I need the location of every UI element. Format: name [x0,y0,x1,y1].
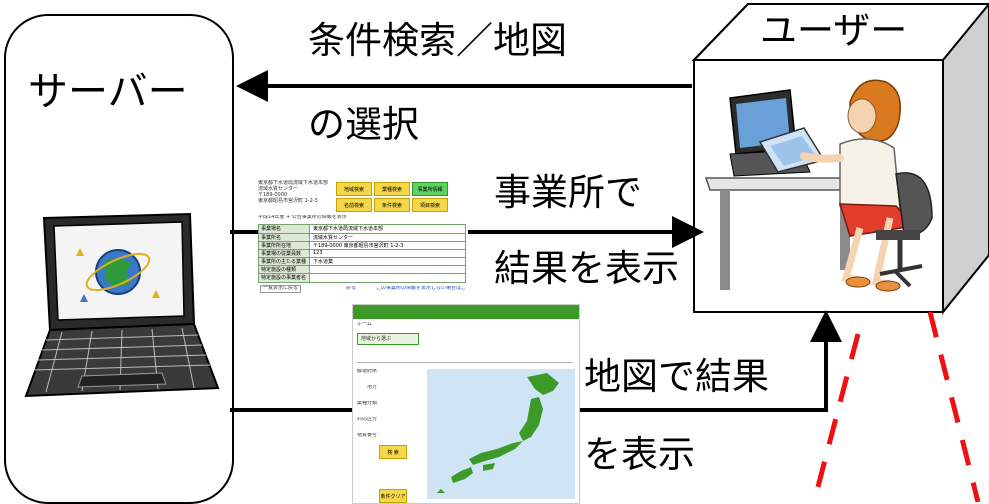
office-result-screenshot: 東京都下水道局流域下水道本部 流域水質センター 〒189-0000 東京都昭島市… [258,178,468,296]
map-thumb-field: 物質番号 [357,433,378,438]
office-thumb-green-button: 事業所情報 [412,182,448,196]
office-thumb-button: 項目検索 [412,198,448,212]
office-table-value: 流域水質センター [313,235,354,241]
dashed-line-left [811,333,861,502]
office-table-value: 下水道業 [313,259,334,265]
map-thumb-map-area [427,369,575,499]
office-thumb-button: 条件検索 [374,198,410,212]
office-thumb-button: 名前検索 [336,198,372,212]
map-thumb-subtitle: 地域から選ぶ [361,336,392,342]
office-label-line1: 事業所で [494,171,642,214]
woman-computer-icon [704,79,933,292]
map-thumb-clear-button: 条件クリア [379,489,407,503]
map-thumb-header [353,305,579,319]
map-thumb-field-bar [357,355,573,363]
office-table-key: 事業所の主たる業種 [259,258,310,266]
office-footer-left: 一覧表示に戻る [260,285,302,293]
search-label-line2: の選択 [308,103,419,146]
office-table-value: 東京都下水道局流域下水道本部 [313,226,384,232]
office-table-key: 特定施設の事業者名 [259,274,310,282]
dashed-line-right [927,311,981,502]
office-label-line2: 結果を表示 [494,247,679,290]
office-table-key: 事業場の従業員数 [259,250,310,258]
office-footer-right: この事業所の情報を表示しない場合はこちら [376,286,466,291]
laptop-icon [24,212,220,398]
japan-map-icon [437,373,559,493]
server-label: サーバー [28,69,188,115]
office-thumb-button: 地域検索 [336,182,372,196]
office-table-value [310,274,313,282]
office-table-value: 123 [313,250,323,256]
map-thumb-field: 地方 [367,385,378,390]
map-label-line1: 地図で結果 [584,355,769,398]
office-table-key: 事業所名 [259,234,310,242]
office-table-value: 〒189-0000 東京都昭島市宮沢町 1-2-3 [313,243,404,249]
map-thumb-search-button: 検 索 [379,445,407,459]
map-thumb-field: 対応区分 [357,417,378,422]
office-header-line: 流域水質センター [258,186,299,192]
office-note: 平成14年度 + 公告事業所の情報を表示 [258,215,347,220]
search-label-line1: 条件検索／地図 [308,19,567,62]
map-thumb-subtitle-box: 地域から選ぶ [357,333,419,345]
map-thumb-title: ホーム [357,322,372,327]
map-label-line2: を表示 [584,433,695,476]
office-header-line: 東京都昭島市宮沢町 1-2-3 [258,198,318,204]
office-table-key: 事業場名 [259,225,310,233]
map-thumb-field: 業種分類 [357,401,378,406]
office-table: 事業場名東京都下水道局流域下水道本部 事業所名流域水質センター 事業所所在地〒1… [258,224,466,283]
map-thumb-field: 都道府県 [357,369,378,374]
office-table-key: 事業所所在地 [259,242,310,250]
office-header-line: 〒189-0000 [258,192,288,198]
map-result-screenshot: ホーム 地域から選ぶ 都道府県 地方 業種分類 対応区分 物質番号 検 索 条件… [352,304,580,504]
user-label: ユーザー [760,9,908,52]
map-result-arrow [578,310,842,412]
office-table-key: 特定施設の種類 [259,266,310,274]
office-footer-mid: 戻る [346,286,357,291]
office-thumb-button: 業種検索 [374,182,410,196]
office-header-line: 東京都下水道局流域下水道本部 [258,180,329,186]
